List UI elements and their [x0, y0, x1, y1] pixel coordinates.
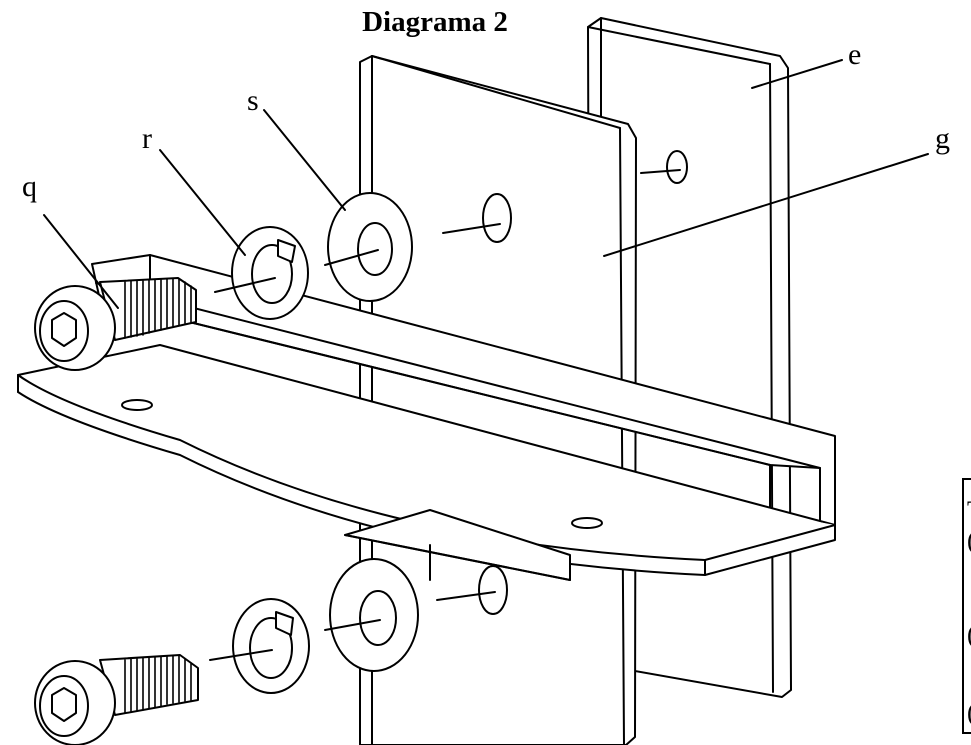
- legend-line-4: (: [967, 700, 971, 726]
- legend-line-1: T: [967, 498, 971, 524]
- callout-s: s: [247, 84, 259, 117]
- leader-s: [263, 109, 346, 211]
- legend-box-cropped: T ( ( (: [962, 478, 971, 734]
- callout-e: e: [848, 38, 862, 71]
- flat-washer-lower: [324, 558, 419, 672]
- legend-line-2: (: [967, 528, 971, 554]
- leader-r: [159, 149, 246, 256]
- socket-cap-bolt-q-upper: [34, 277, 197, 371]
- leader-q: [43, 214, 119, 309]
- lock-washer-r-upper: [214, 226, 309, 320]
- callout-q: q: [22, 170, 37, 203]
- leader-e: [751, 59, 843, 89]
- socket-cap-bolt-lower: [34, 654, 199, 745]
- diagram-title: Diagrama 2: [362, 6, 508, 38]
- flat-washer-s-upper: [324, 192, 413, 302]
- leader-lines: [43, 59, 929, 309]
- callout-r: r: [142, 122, 152, 155]
- curved-base-plate: [17, 344, 836, 576]
- lower-plate-section: [344, 509, 571, 615]
- lock-washer-lower: [209, 598, 310, 694]
- leader-g: [603, 153, 929, 257]
- legend-line-3: (: [967, 622, 971, 648]
- callout-g: g: [935, 122, 950, 155]
